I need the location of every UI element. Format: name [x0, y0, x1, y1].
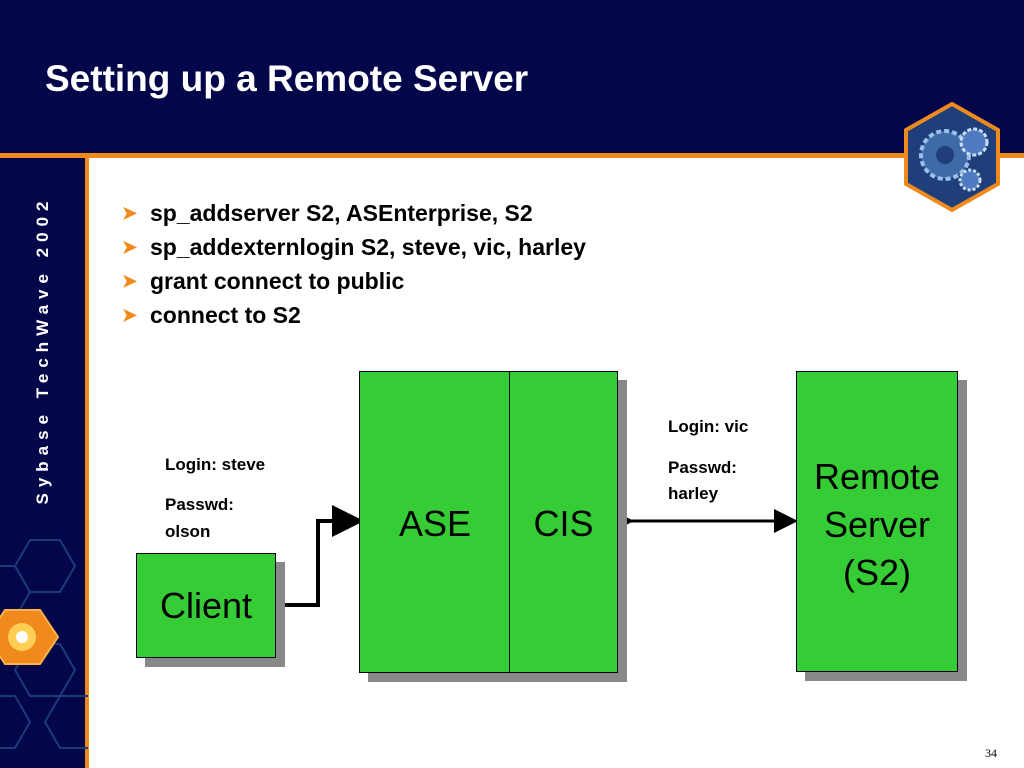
- client-passwd-label: Passwd:: [165, 495, 234, 514]
- gear-logo-icon: [904, 101, 1000, 213]
- cis-box: CIS: [509, 371, 618, 673]
- ase-label: ASE: [398, 503, 472, 544]
- bullet-item: ➤ grant connect to public: [122, 264, 586, 298]
- arrow-bullet-icon: ➤: [122, 270, 138, 291]
- remote-passwd-label: Passwd:: [668, 458, 737, 477]
- bullet-text: grant connect to public: [150, 267, 405, 294]
- ase-box: ASE: [359, 371, 511, 673]
- bullet-item: ➤ sp_addserver S2, ASEnterprise, S2: [122, 196, 586, 230]
- slide-header: [0, 0, 1024, 155]
- bullet-text: sp_addserver S2, ASEnterprise, S2: [150, 199, 533, 226]
- bullet-list: ➤ sp_addserver S2, ASEnterprise, S2 ➤ sp…: [122, 196, 586, 332]
- bullet-text: connect to S2: [150, 301, 301, 328]
- slide-title: Setting up a Remote Server: [45, 58, 529, 99]
- remote-login-label: Login: vic: [668, 417, 749, 436]
- sidebar-band: [0, 158, 85, 768]
- remote-server-label-line: Server: [823, 504, 931, 545]
- hexagon-decoration-icon: [0, 539, 88, 749]
- remote-passwd-value: harley: [668, 484, 719, 503]
- client-box: Client: [136, 553, 276, 658]
- arrow-bullet-icon: ➤: [122, 202, 138, 223]
- client-passwd-value: olson: [165, 522, 211, 541]
- remote-server-label-line: (S2): [842, 552, 911, 593]
- client-to-ase-connector: [276, 505, 364, 607]
- remote-server-box: Remote Server (S2): [796, 371, 958, 672]
- page-number: 34: [985, 746, 997, 760]
- sidebar-accent-line: [85, 155, 89, 768]
- client-label: Client: [159, 584, 253, 626]
- arrow-bullet-icon: ➤: [122, 236, 138, 257]
- bullet-item: ➤ sp_addexternlogin S2, steve, vic, harl…: [122, 230, 586, 264]
- sidebar-brand-text: Sybase TechWave 2002: [33, 195, 52, 505]
- bullet-text: sp_addexternlogin S2, steve, vic, harley: [150, 233, 586, 260]
- client-login-label: Login: steve: [165, 455, 266, 474]
- cis-label: CIS: [533, 503, 594, 544]
- arrow-bullet-icon: ➤: [122, 304, 138, 325]
- remote-server-label-line: Remote: [813, 456, 941, 497]
- bullet-item: ➤ connect to S2: [122, 298, 586, 332]
- header-accent-line: [0, 153, 1024, 158]
